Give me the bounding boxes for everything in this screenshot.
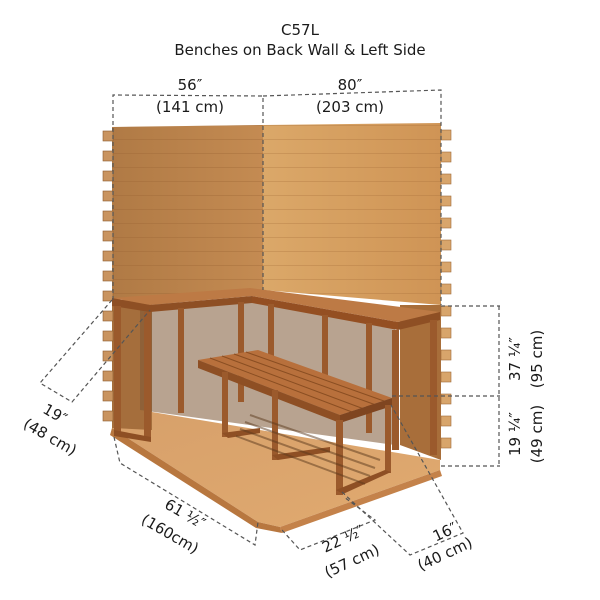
dimension-lines [39, 89, 500, 556]
lower-bench-height-metric: (49 cm) [528, 404, 546, 464]
layout-subtitle: Benches on Back Wall & Left Side [174, 41, 426, 59]
upper-bench-height-imperial: 37 ¼″ [506, 337, 524, 381]
back-wall [263, 123, 452, 460]
floor [110, 410, 442, 533]
back-wall-width-metric: (203 cm) [316, 98, 384, 116]
upper-l-bench [112, 288, 440, 455]
lower-bench-height-imperial: 19 ¼″ [506, 412, 524, 456]
back-wall-width-imperial: 80″ [337, 76, 363, 94]
left-wall-width-metric: (141 cm) [156, 98, 224, 116]
lower-bench [198, 350, 392, 495]
model-name: C57L [281, 21, 319, 39]
left-wall-width-imperial: 56″ [177, 76, 203, 94]
title-block: C57L Benches on Back Wall & Left Side [0, 20, 600, 60]
